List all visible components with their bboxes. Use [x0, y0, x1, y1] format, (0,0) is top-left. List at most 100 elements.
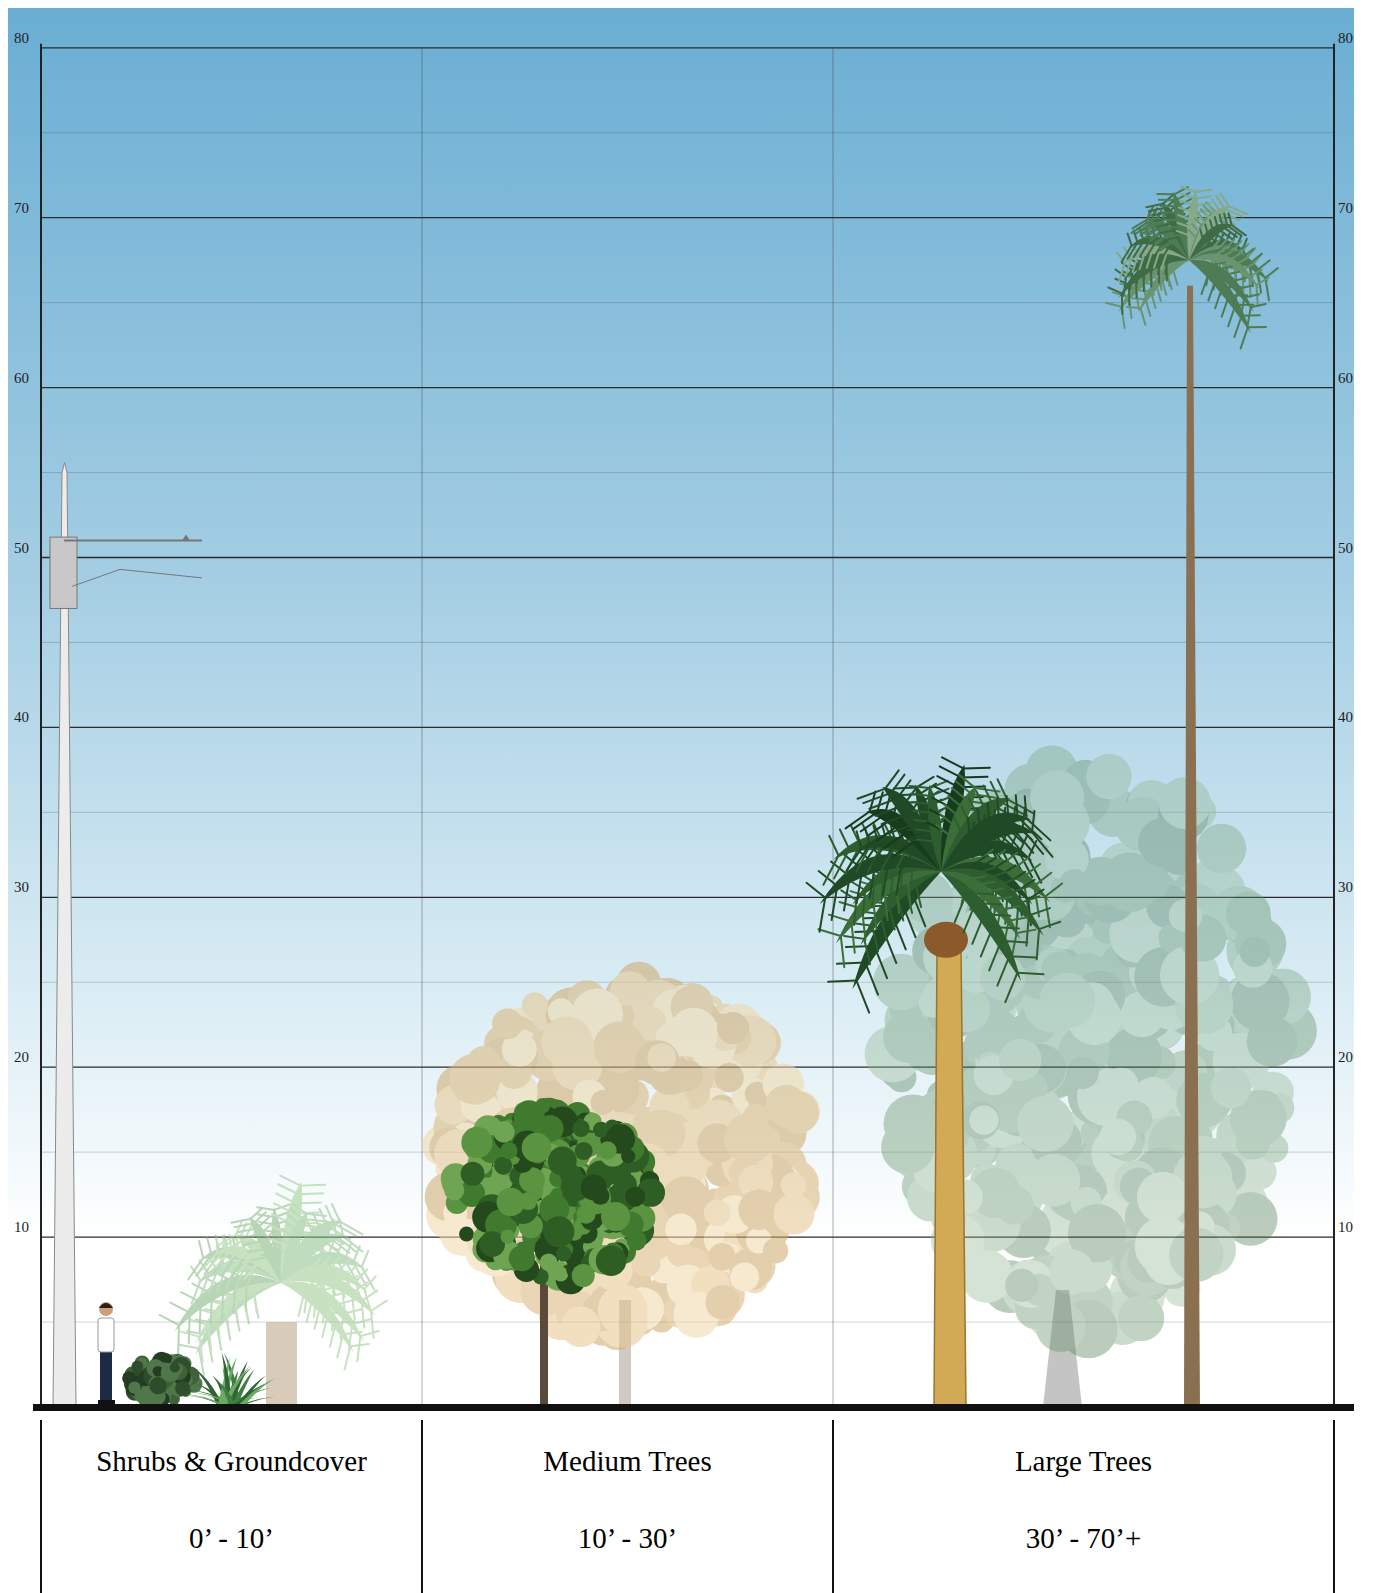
frond-leaflet — [961, 776, 988, 779]
frond-leaflet — [1124, 277, 1126, 296]
frond-leaflet — [1008, 886, 1029, 893]
foliage-blob — [742, 1104, 769, 1131]
frond-leaflet — [1157, 223, 1174, 226]
foliage-blob — [556, 1246, 571, 1261]
frond-leaflet — [1032, 811, 1034, 832]
frond-leaflet — [181, 1292, 200, 1302]
frond-leaflet — [863, 842, 878, 864]
frond-leaflet — [829, 836, 838, 856]
frond-leaflet — [1023, 808, 1025, 829]
frond-leaflet — [233, 1283, 236, 1314]
foliage-blob — [1226, 891, 1271, 936]
frond-leaflet — [997, 779, 1007, 799]
frond-leaflet — [1003, 808, 1005, 829]
frond-leaflet — [235, 1223, 254, 1227]
frond-leaflet — [988, 803, 990, 825]
medium-tree-canopy — [441, 1098, 665, 1295]
frond-leaflet — [1134, 241, 1144, 257]
foliage-blob — [509, 1245, 535, 1271]
frond-leaflet — [955, 893, 967, 922]
frond-leaflet — [807, 883, 826, 898]
frond-leaflet — [200, 1274, 209, 1297]
frond-leaflet — [327, 1242, 334, 1258]
frond-leaflet — [1000, 830, 1008, 847]
frond-leaflet — [1013, 807, 1015, 828]
frond-leaflet — [968, 817, 970, 839]
minor-grid-line — [41, 472, 1334, 473]
foliage-blob — [132, 1360, 144, 1372]
frond-leaflet — [199, 1302, 202, 1333]
axis-line — [1333, 44, 1335, 1407]
frond-leaflet — [1019, 836, 1027, 853]
frond-leaflet — [857, 831, 862, 848]
frond-leaflet — [1177, 223, 1192, 228]
frond-leaflet — [913, 811, 933, 813]
frond-leaflet — [190, 1320, 209, 1325]
spiky-shrub — [173, 1353, 284, 1407]
frond-leaflet — [1151, 258, 1153, 277]
frond-leaflet — [327, 1221, 330, 1238]
frond-leaflet — [888, 824, 916, 834]
frond-leaflet — [832, 886, 838, 920]
frond-leaflet — [932, 798, 953, 809]
palm-boot — [924, 922, 968, 958]
foliage-blob — [708, 1243, 735, 1270]
frond-leaflet — [997, 878, 1018, 885]
frond-leaflet — [1016, 795, 1018, 817]
foliage-blob — [704, 1199, 731, 1226]
foliage-blob — [598, 1141, 616, 1159]
frond-leaflet — [910, 786, 930, 788]
foliage-blob — [765, 1085, 807, 1127]
foliage-blob — [999, 1039, 1041, 1081]
frond-leaflet — [944, 805, 960, 818]
frond-leaflet — [894, 787, 917, 788]
frond-leaflet — [285, 1222, 298, 1232]
foliage-blob — [492, 1008, 523, 1039]
medium-tree-canopy-faded — [422, 962, 820, 1350]
foliage-blob — [665, 1214, 697, 1246]
frond-leaflet — [899, 851, 914, 873]
frond-leaflet — [320, 1224, 323, 1241]
foliage-blob — [170, 1362, 180, 1372]
frond-leaflet — [942, 757, 963, 768]
frond-leaflet — [981, 927, 993, 956]
frond-leaflet — [1009, 956, 1035, 957]
frond-leaflet — [330, 1323, 336, 1346]
foliage-blob — [540, 1253, 558, 1271]
foliage-blob — [500, 1142, 517, 1159]
frond-leaflet — [978, 809, 980, 831]
shrub-leaf — [236, 1375, 267, 1407]
foliage-blob — [1137, 1172, 1188, 1223]
frond-leaflet — [1162, 278, 1167, 295]
frond-leaflet — [360, 1331, 378, 1336]
foliage-blob — [575, 1142, 593, 1160]
major-grid-line — [41, 387, 1334, 388]
frond-leaflet — [293, 1204, 306, 1214]
frond-leaflet — [1195, 196, 1211, 198]
frond-leaflet — [362, 1291, 378, 1301]
frond-leaflet — [959, 775, 975, 788]
frond-leaflet — [1160, 205, 1177, 207]
frond-leaflet — [837, 962, 865, 963]
frond-leaflet — [972, 914, 984, 943]
frond-leaflet — [280, 1176, 300, 1186]
frond-leaflet — [1045, 897, 1050, 928]
frond-leaflet — [202, 1252, 217, 1269]
frond-leaflet — [991, 861, 1006, 871]
frond-leaflet — [1005, 973, 1017, 1002]
palm-frond — [941, 872, 1021, 981]
frond-leaflet — [362, 1251, 369, 1267]
frond-leaflet — [200, 1337, 203, 1363]
frond-leaflet — [221, 1287, 224, 1318]
frond-leaflet — [976, 791, 986, 811]
frond-leaflet — [300, 1184, 325, 1187]
frond-leaflet — [1010, 832, 1018, 849]
frond-leaflet — [298, 1240, 301, 1257]
frond-leaflet — [877, 792, 883, 812]
foliage-blob — [459, 1227, 474, 1242]
frond-leaflet — [841, 936, 844, 967]
frond-leaflet — [976, 903, 1002, 904]
shrub-leaf — [215, 1380, 235, 1407]
frond-leaflet — [261, 1246, 278, 1249]
frond-leaflet — [312, 1296, 331, 1298]
